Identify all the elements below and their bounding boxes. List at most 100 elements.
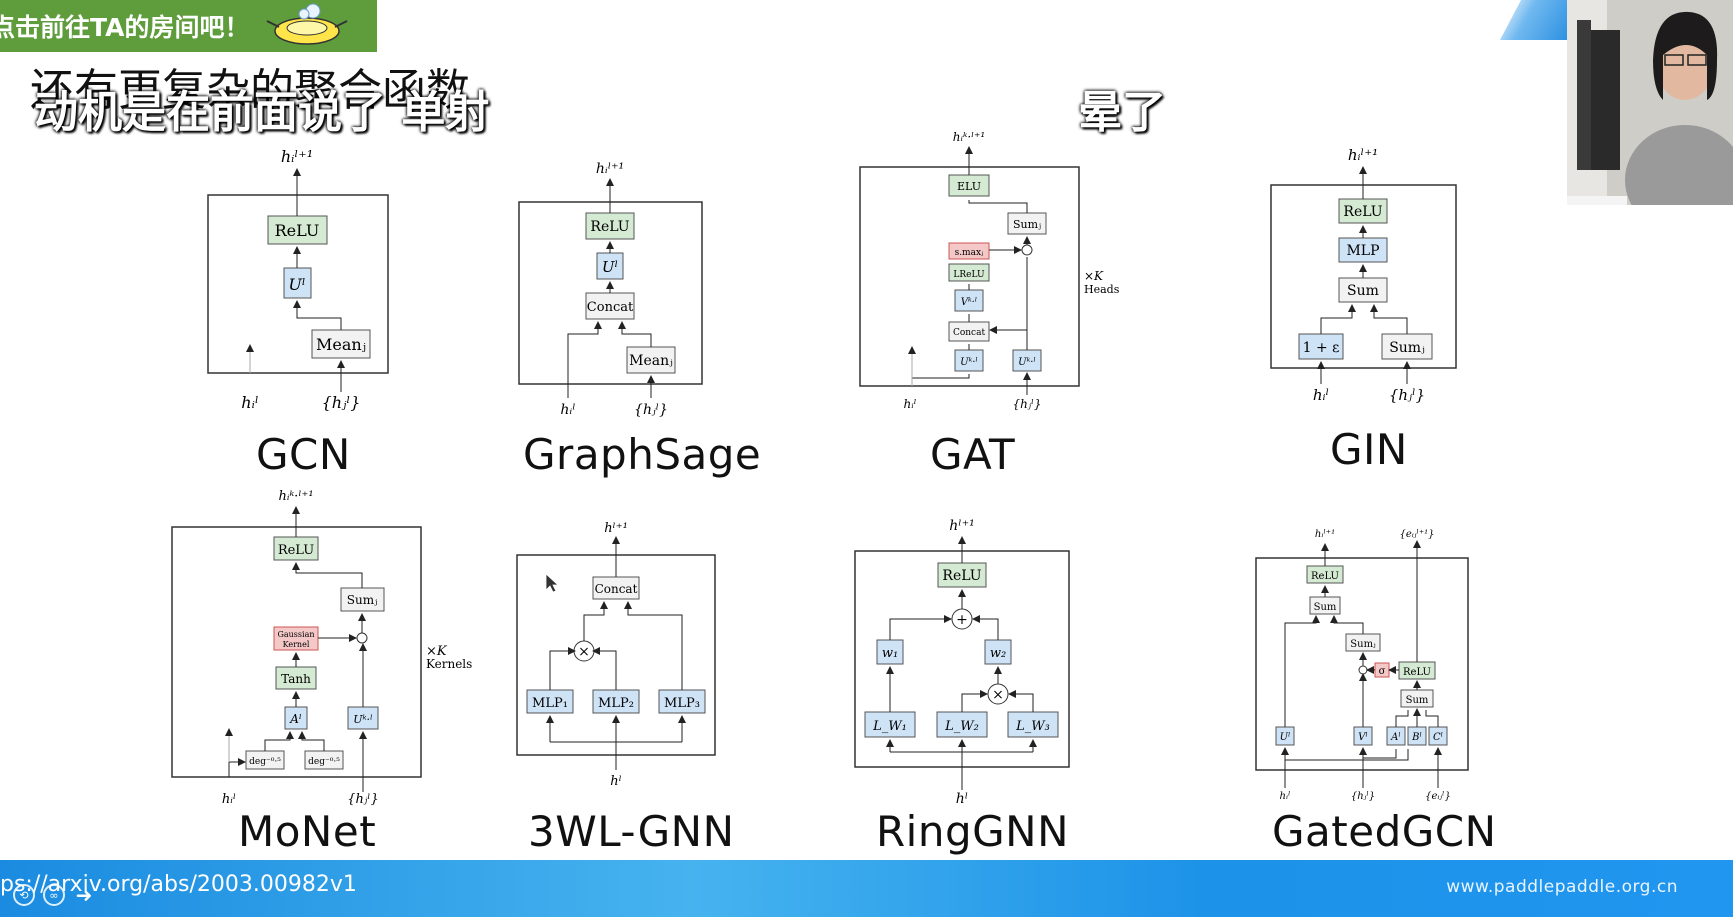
svg-text:1 + ε: 1 + ε xyxy=(1303,340,1340,356)
svg-text:hˡ⁺¹: hˡ⁺¹ xyxy=(604,521,628,536)
svg-text:MLP₂: MLP₂ xyxy=(598,696,634,711)
model-label-monet: MoNet xyxy=(238,807,377,856)
room-link-banner[interactable]: 点击前往TA的房间吧！ xyxy=(0,0,377,52)
model-label-gcn: GCN xyxy=(256,430,351,479)
svg-text:hᵢˡ⁺¹: hᵢˡ⁺¹ xyxy=(1315,529,1335,540)
gcn-diagram: ReLU Uˡ Meanⱼ hᵢˡ⁺¹ hᵢˡ {hⱼˡ} xyxy=(207,147,389,412)
svg-text:Uˡ: Uˡ xyxy=(1280,732,1291,743)
svg-text:Sum: Sum xyxy=(1406,695,1429,706)
bottom-brand-bar xyxy=(0,860,1733,917)
svg-text:Aˡ: Aˡ xyxy=(289,712,302,726)
loop-icon[interactable]: ∞ xyxy=(43,884,65,906)
forward-arrow-icon[interactable]: ➜ xyxy=(75,883,93,907)
svg-text:{hⱼˡ}: {hⱼˡ} xyxy=(634,402,668,418)
svg-text:{hⱼˡ}: {hⱼˡ} xyxy=(1351,791,1375,802)
graphsage-diagram: ReLU Uˡ Concat Meanⱼ hᵢˡ⁺¹ hᵢˡ {hⱼˡ} xyxy=(518,161,703,418)
model-label-graphsage: GraphSage xyxy=(523,430,762,479)
svg-text:ReLU: ReLU xyxy=(942,568,981,584)
model-label-ringgnn: RingGNN xyxy=(876,807,1070,856)
svg-text:hᵢˡ⁺¹: hᵢˡ⁺¹ xyxy=(281,147,313,166)
svg-text:hᵢˡ: hᵢˡ xyxy=(1313,386,1329,404)
svg-text:ReLU: ReLU xyxy=(275,221,320,240)
svg-text:Bˡ: Bˡ xyxy=(1411,732,1422,743)
multiply-icon: × xyxy=(578,644,590,660)
svg-text:hᵢˡ⁺¹: hᵢˡ⁺¹ xyxy=(1348,146,1378,164)
subtitle-right: 晕了 xyxy=(1078,87,1166,138)
svg-text:hᵢᵏ·ˡ⁺¹: hᵢᵏ·ˡ⁺¹ xyxy=(278,489,313,504)
room-link-text: 点击前往TA的房间吧！ xyxy=(0,13,250,42)
svg-text:Uᵏ·ˡ: Uᵏ·ˡ xyxy=(353,713,372,726)
gat-diagram: ELU Sumⱼ s.maxⱼ LReLU Vᵏ·ˡ Concat Uᵏ·ˡ U… xyxy=(859,130,1120,411)
svg-text:Sumⱼ: Sumⱼ xyxy=(1389,340,1425,356)
gatedgcn-diagram: ReLU Sum Sumⱼ σ ReLU Sum Uˡ Vˡ Aˡ Bˡ Cˡ xyxy=(1255,529,1469,802)
svg-text:MLP₃: MLP₃ xyxy=(664,696,700,711)
svg-text:hᵢˡ⁺¹: hᵢˡ⁺¹ xyxy=(596,161,624,177)
svg-text:L_W₁: L_W₁ xyxy=(872,719,907,734)
svg-text:hᵢˡ: hᵢˡ xyxy=(222,792,236,807)
svg-text:{hⱼˡ}: {hⱼˡ} xyxy=(347,792,379,807)
subtitle-left: 动机是在前面说了 单射 xyxy=(34,87,490,138)
svg-text:Meanⱼ: Meanⱼ xyxy=(316,335,366,354)
svg-text:s.maxⱼ: s.maxⱼ xyxy=(955,248,984,258)
svg-text:ReLU: ReLU xyxy=(590,219,629,235)
model-label-gatedgcn: GatedGCN xyxy=(1272,807,1497,856)
model-label-gin: GIN xyxy=(1330,425,1408,474)
svg-text:MLP₁: MLP₁ xyxy=(532,696,568,711)
svg-text:hᵢˡ: hᵢˡ xyxy=(560,402,575,418)
svg-text:Uˡ: Uˡ xyxy=(602,258,618,276)
gcn-mean-box xyxy=(311,329,371,359)
svg-text:Sumⱼ: Sumⱼ xyxy=(1013,218,1041,231)
svg-text:Sumⱼ: Sumⱼ xyxy=(347,593,378,607)
model-label-3wl-gnn: 3WL-GNN xyxy=(528,807,735,856)
svg-text:Uᵏ·ˡ: Uᵏ·ˡ xyxy=(1018,357,1036,368)
svg-text:hᵢˡ: hᵢˡ xyxy=(1280,791,1291,802)
svg-text:Heads: Heads xyxy=(1084,283,1120,296)
mascot-icon xyxy=(267,3,348,45)
svg-text:Sum: Sum xyxy=(1347,283,1379,299)
slide-title: 还有更复杂的聚合函数 xyxy=(30,65,470,116)
gin-diagram: ReLU MLP Sum 1 + ε Sumⱼ hᵢˡ⁺¹ hᵢˡ {hⱼˡ} xyxy=(1270,146,1457,404)
svg-text:{hⱼˡ}: {hⱼˡ} xyxy=(1389,386,1425,404)
model-label-gat: GAT xyxy=(930,430,1016,479)
presenter-video-icon xyxy=(1567,0,1733,205)
svg-text:Uˡ: Uˡ xyxy=(288,275,305,294)
svg-text:Aˡ: Aˡ xyxy=(1390,732,1401,743)
svg-text:Uᵏ·ˡ: Uᵏ·ˡ xyxy=(960,357,978,368)
svg-text:L_W₂: L_W₂ xyxy=(944,719,979,734)
svg-text:Kernels: Kernels xyxy=(426,657,472,671)
mouse-cursor-icon xyxy=(545,573,560,593)
site-url[interactable]: www.paddlepaddle.org.cn xyxy=(1446,877,1678,897)
svg-text:Concat: Concat xyxy=(953,328,986,338)
multiply-icon: × xyxy=(992,687,1004,703)
svg-text:{eᵢⱼˡ⁺¹}: {eᵢⱼˡ⁺¹} xyxy=(1399,529,1434,540)
monet-diagram: ReLU Sumⱼ Gaussian Kernel Tanh Aˡ Uᵏ·ˡ d… xyxy=(171,489,472,807)
svg-text:ReLU: ReLU xyxy=(1403,667,1431,678)
svg-text:deg⁻⁰·⁵: deg⁻⁰·⁵ xyxy=(308,757,340,767)
svg-text:deg⁻⁰·⁵: deg⁻⁰·⁵ xyxy=(249,757,281,767)
svg-text:σ: σ xyxy=(1379,666,1386,677)
svg-text:ELU: ELU xyxy=(957,180,981,193)
webcam-video xyxy=(1567,0,1733,205)
svg-text:hᵢˡ: hᵢˡ xyxy=(903,397,916,411)
svg-text:L_W₃: L_W₃ xyxy=(1015,719,1050,734)
svg-text:LReLU: LReLU xyxy=(953,270,985,280)
svg-text:Sumⱼ: Sumⱼ xyxy=(1350,639,1376,650)
svg-text:Meanⱼ: Meanⱼ xyxy=(629,353,673,369)
svg-text:w₂: w₂ xyxy=(990,646,1006,661)
svg-text:Concat: Concat xyxy=(595,582,638,596)
svg-text:ReLU: ReLU xyxy=(1343,204,1382,220)
rewind-icon[interactable]: ⟲ xyxy=(13,884,35,906)
svg-text:hˡ: hˡ xyxy=(610,774,622,789)
svg-text:hᵢˡ: hᵢˡ xyxy=(241,393,258,412)
3wl-gnn-diagram: Concat × MLP₁ MLP₂ MLP₃ hˡ⁺¹ hˡ xyxy=(516,521,716,789)
svg-text:×K: ×K xyxy=(426,644,448,659)
plus-icon: + xyxy=(956,612,968,628)
svg-text:Concat: Concat xyxy=(587,300,634,315)
svg-text:Sum: Sum xyxy=(1314,602,1337,613)
svg-text:hᵢᵏ·ˡ⁺¹: hᵢᵏ·ˡ⁺¹ xyxy=(953,130,985,144)
svg-text:hˡ⁺¹: hˡ⁺¹ xyxy=(949,518,974,534)
svg-text:hˡ: hˡ xyxy=(956,791,968,807)
svg-text:w₁: w₁ xyxy=(882,646,898,661)
